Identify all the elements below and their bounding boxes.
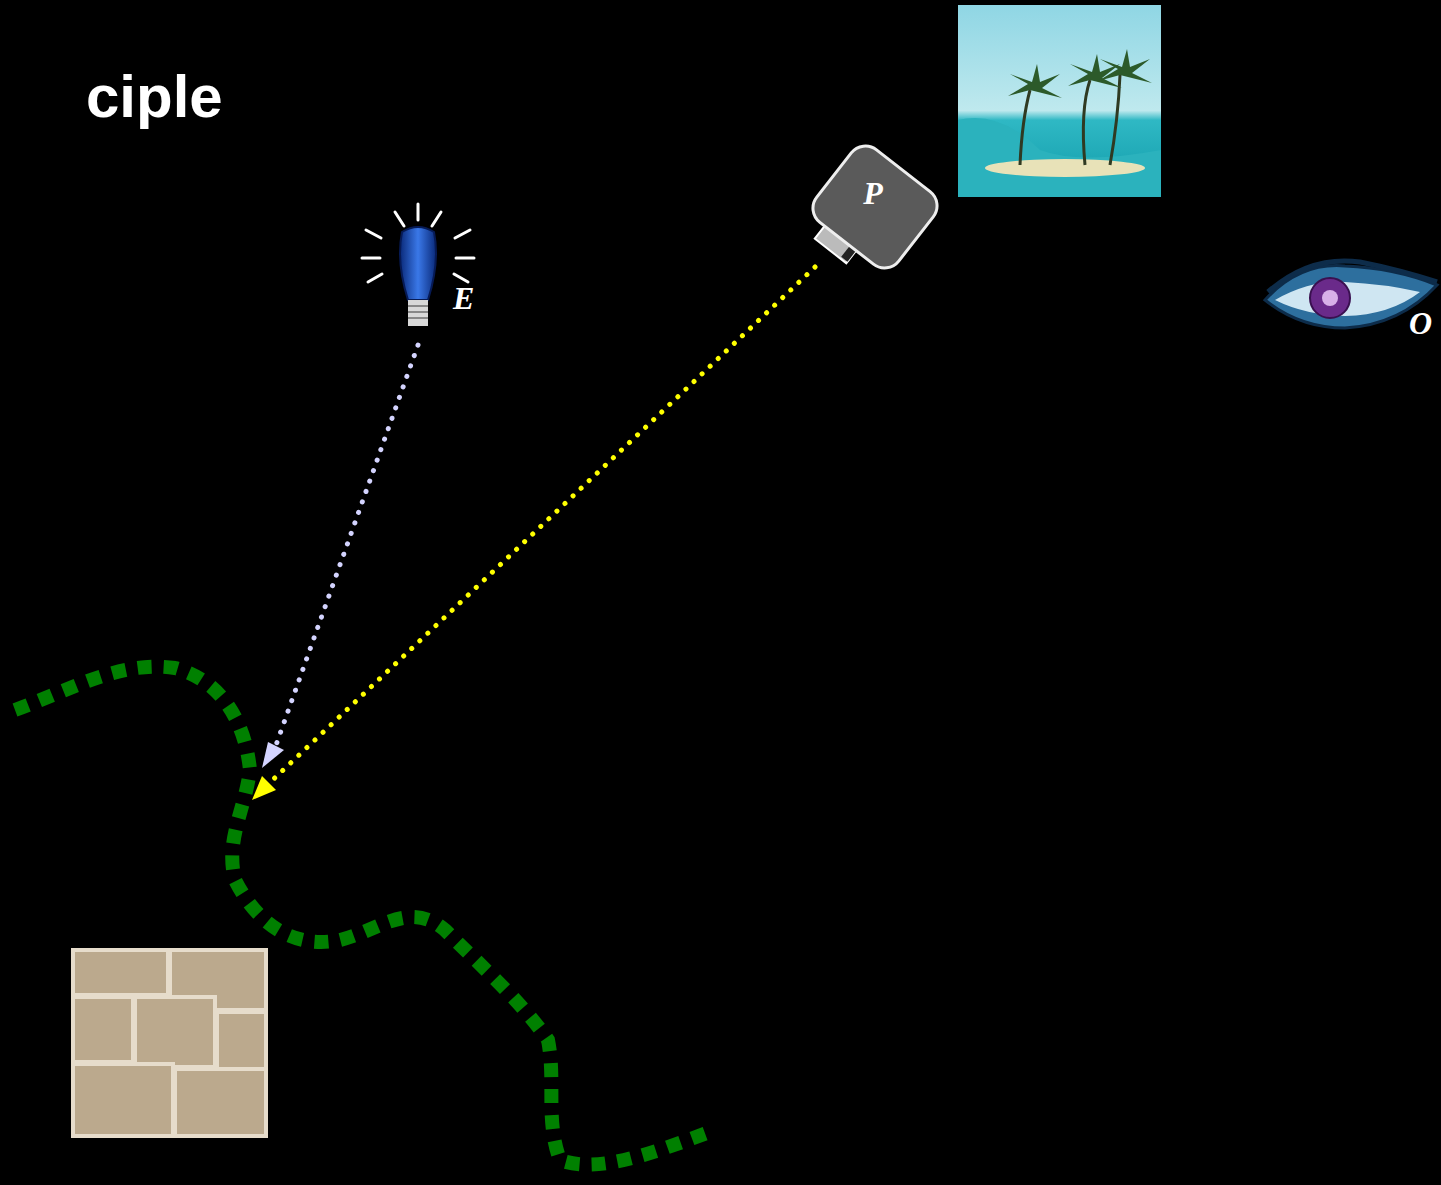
arrow-head [252,776,276,800]
slide-title: ciple [86,62,223,131]
emitter-label: E [453,280,474,317]
arrow-head [262,742,284,768]
projector-ray [262,267,815,790]
light-ray [270,345,418,762]
observer-label: O [1409,305,1432,342]
projector-label: P [863,175,883,212]
stone-picture [71,948,268,1138]
surface-curve [15,667,715,1165]
projector-box: P [795,132,955,282]
bulb-symbol [362,204,474,326]
beach-picture [958,5,1161,197]
